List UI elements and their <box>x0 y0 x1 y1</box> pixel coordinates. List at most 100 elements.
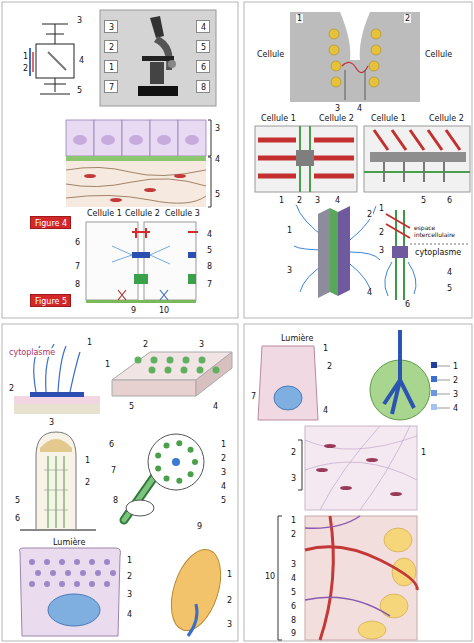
adipose-connective-tissue <box>380 594 408 618</box>
epithelium-section <box>144 188 156 192</box>
desmosome-boxes <box>255 126 470 192</box>
junction-figure <box>112 246 170 264</box>
panel-frames <box>244 324 472 641</box>
hemidesmosome-scheme <box>410 244 470 245</box>
epithelium-section <box>84 174 186 202</box>
callout-number: 4 <box>201 23 206 32</box>
callout-number: 1 <box>104 360 111 369</box>
membrane-surface <box>149 367 156 374</box>
tight-junction <box>369 77 379 87</box>
gland <box>436 366 450 408</box>
part-label: Cellule 2 <box>124 209 161 218</box>
callout-number: 6 <box>446 196 453 205</box>
junction-figure <box>188 252 196 258</box>
loose-connective-tissue <box>305 462 417 480</box>
epithelium-section <box>129 135 143 145</box>
epithelium-section <box>73 135 87 145</box>
villus <box>188 604 197 636</box>
tight-junction <box>329 45 339 55</box>
junction-figure <box>132 252 150 258</box>
loose-connective-tissue <box>324 444 336 448</box>
part-label: Lumière <box>52 538 86 547</box>
epithelial-cell <box>74 559 80 565</box>
callout-number: 1 <box>220 440 227 449</box>
callout-number: 4 <box>446 268 453 277</box>
adipose-connective-tissue <box>305 547 417 590</box>
epithelium-section <box>101 135 115 145</box>
callout-number: 4 <box>212 402 219 411</box>
epithelial-cell <box>48 594 100 626</box>
callout-number: 2 <box>404 14 411 23</box>
microscope-photo <box>142 56 174 61</box>
membrane-surface <box>181 367 188 374</box>
part-label: Cellule 3 <box>164 209 201 218</box>
callout-number: 2 <box>84 478 91 487</box>
callout-number: 4 <box>334 196 341 205</box>
part-label: Lumière <box>280 334 314 343</box>
callout-number: 1 <box>378 204 385 213</box>
desmosome-3d <box>294 204 380 298</box>
callout-number: 6 <box>14 514 21 523</box>
callout-number: 5 <box>201 43 206 52</box>
callout-number: 2 <box>142 340 149 349</box>
panel-frames <box>2 324 238 641</box>
callout-number: 10 <box>158 306 170 315</box>
epithelium-section <box>66 179 206 187</box>
gland <box>431 390 437 396</box>
junction-figure <box>86 222 198 303</box>
desmosome-boxes <box>384 162 444 182</box>
callout-number: 6 <box>108 440 115 449</box>
callout-number: 6 <box>201 63 206 72</box>
callout-number: 1 <box>290 516 297 525</box>
part-label: Cellule 1 <box>86 209 123 218</box>
microvillus <box>44 470 68 510</box>
epithelium-section <box>208 120 211 207</box>
membrane-surface <box>196 352 232 396</box>
hemidesmosome <box>14 396 100 404</box>
tight-junction <box>371 29 381 39</box>
callout-number: 3 <box>290 560 297 569</box>
hemidesmosome <box>70 352 80 392</box>
callout-number: 2 <box>378 228 385 237</box>
microscope-photo <box>100 10 216 106</box>
callout-number: 3 <box>76 16 83 25</box>
callout-number: 4 <box>366 288 373 297</box>
tight-junction <box>340 12 370 60</box>
epithelium-section <box>84 174 96 178</box>
callout-number: 5 <box>128 402 135 411</box>
microscope-schematic <box>30 24 74 94</box>
desmosome-boxes <box>364 171 470 173</box>
callout-number: 10 <box>264 572 276 581</box>
hemidesmosome-scheme <box>392 246 408 258</box>
callout-number: 4 <box>452 404 459 413</box>
adipose-connective-tissue <box>305 516 360 528</box>
cilium <box>155 440 198 483</box>
part-label-box: 2 <box>104 40 118 53</box>
callout-number: 1 <box>296 14 303 23</box>
callout-number: 1 <box>278 196 285 205</box>
callout-number: 2 <box>220 454 227 463</box>
cilium <box>176 440 182 446</box>
callout-number: 8 <box>206 262 213 271</box>
desmosome-3d <box>350 252 380 260</box>
callout-number: 3 <box>334 104 341 113</box>
epithelium-section <box>66 156 206 161</box>
desmosome-boxes <box>258 140 354 176</box>
epithelium-section <box>73 135 199 145</box>
callout-number: 1 <box>22 52 29 61</box>
part-label: Cellule 1 <box>260 114 297 123</box>
microscope-photo <box>100 10 216 106</box>
microvillus <box>20 529 96 531</box>
microscope-schematic <box>32 52 34 72</box>
epithelium-section <box>178 120 206 156</box>
microscope-photo <box>150 62 164 84</box>
microscope-schematic <box>48 52 66 70</box>
cilium <box>164 475 170 481</box>
tight-junction <box>371 45 381 55</box>
callout-number: 3 <box>290 474 297 483</box>
gland <box>436 366 450 408</box>
callout-number: 2 <box>8 384 15 393</box>
epithelial-cell <box>80 570 86 576</box>
callout-number: 6 <box>290 602 297 611</box>
desmosome-boxes <box>364 126 470 192</box>
